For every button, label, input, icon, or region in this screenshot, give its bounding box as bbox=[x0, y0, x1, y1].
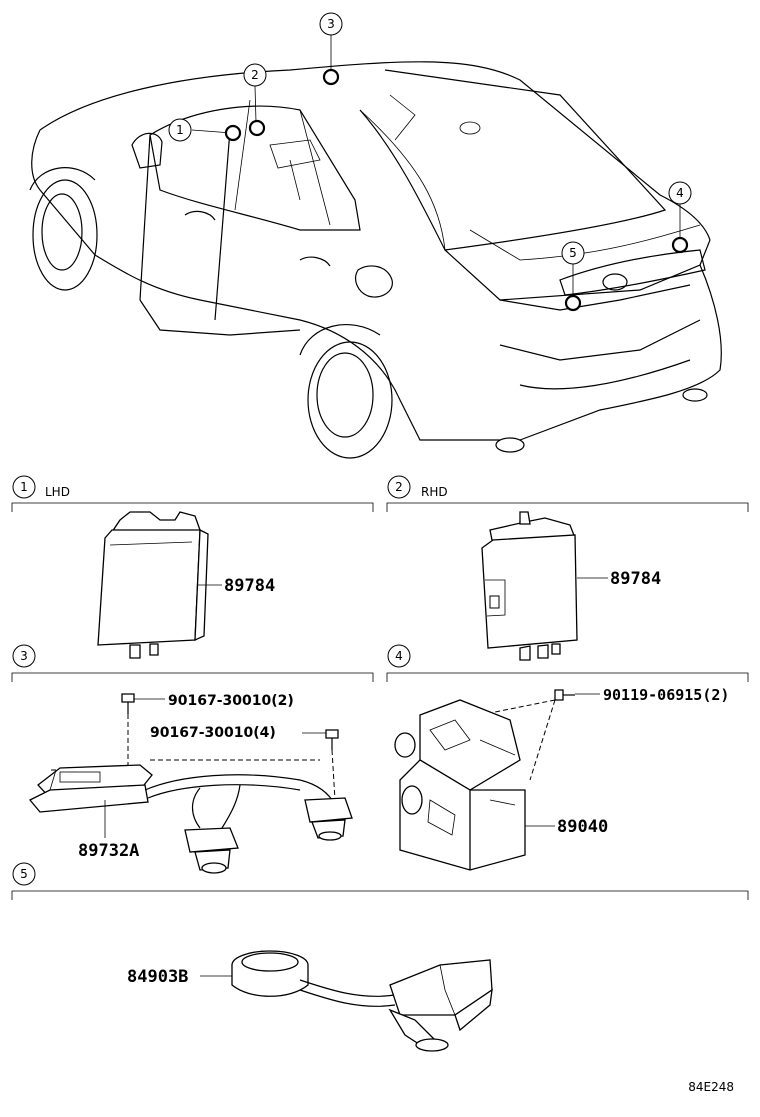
section-5-number: 5 bbox=[20, 867, 28, 881]
module-89784-rhd bbox=[481, 511, 578, 661]
section-1-number: 1 bbox=[20, 480, 28, 494]
callout-3: 3 bbox=[327, 17, 335, 31]
section-4-number: 4 bbox=[395, 649, 403, 663]
section-1: 1 LHD 89784 bbox=[11, 475, 374, 659]
camera-84903b bbox=[231, 950, 493, 1052]
car-illustration bbox=[29, 61, 722, 459]
callout-5: 5 bbox=[569, 246, 577, 260]
section-2: 2 RHD 89784 bbox=[386, 475, 749, 661]
bolt-icon bbox=[325, 729, 339, 750]
section-5: 5 84903B bbox=[11, 862, 749, 1052]
section-3-number: 3 bbox=[20, 649, 28, 663]
part-number-89784-lhd: 89784 bbox=[224, 576, 275, 596]
section-2-number: 2 bbox=[395, 480, 403, 494]
sensor-right bbox=[304, 797, 353, 841]
part-number-89784-rhd: 89784 bbox=[610, 569, 661, 589]
car-callouts: 1 2 3 4 5 bbox=[168, 12, 692, 312]
part-number-bolt-90167-2: 90167-30010(2) bbox=[168, 693, 294, 709]
part-number-bolt-90167-4: 90167-30010(4) bbox=[150, 725, 276, 741]
bolt-icon bbox=[121, 693, 135, 714]
callout-4: 4 bbox=[676, 186, 684, 200]
part-number-bolt-90119: 90119-06915(2) bbox=[603, 686, 729, 704]
section-4: 4 90119-06915(2) 89040 bbox=[386, 644, 749, 871]
module-89784-lhd bbox=[97, 511, 209, 659]
sensor-left bbox=[184, 827, 239, 874]
bolt-icon bbox=[554, 689, 575, 701]
part-number-89732a: 89732A bbox=[78, 841, 139, 861]
part-number-84903b: 84903B bbox=[127, 967, 188, 987]
module-89040 bbox=[394, 699, 526, 871]
diagram-code: 84E248 bbox=[688, 1080, 734, 1094]
section-3: 3 90167-30010(2) 90167-30010(4) bbox=[11, 644, 374, 874]
part-number-89040: 89040 bbox=[557, 817, 608, 837]
callout-2: 2 bbox=[251, 68, 259, 82]
section-2-label: RHD bbox=[421, 485, 448, 499]
module-89732a bbox=[28, 764, 153, 813]
callout-1: 1 bbox=[176, 123, 184, 137]
section-1-label: LHD bbox=[45, 485, 70, 499]
